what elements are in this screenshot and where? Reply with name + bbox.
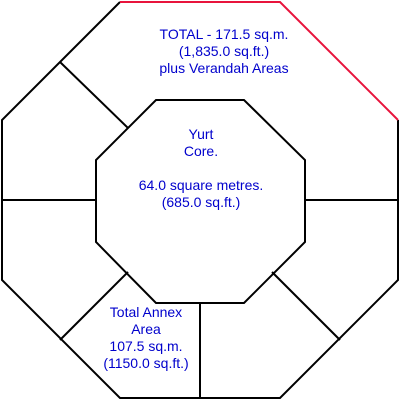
total-area-line2: (1,835.0 sq.ft.) (178, 43, 270, 59)
wall-lower-right-diagonal (271, 271, 341, 341)
total-area-label: TOTAL - 171.5 sq.m. (1,835.0 sq.ft.) plu… (100, 26, 348, 77)
core-area-line3: 64.0 square metres. (138, 177, 264, 193)
annex-area-line3: 107.5 sq.m. (109, 338, 183, 354)
annex-area-line4: (1150.0 sq.ft.) (103, 355, 189, 371)
wall-upper-left-diagonal (59, 61, 129, 129)
core-area-line4: (685.0 sq.ft.) (161, 194, 241, 210)
core-area-label: Yurt Core. 64.0 square metres. (685.0 sq… (110, 126, 292, 211)
annex-area-line1: Total Annex (109, 304, 183, 320)
outer-octagon-highlight (120, 1, 399, 121)
annex-area-line2: Area (131, 321, 161, 337)
core-octagon (95, 99, 306, 304)
wall-lower-left-diagonal (59, 271, 129, 341)
core-area-line2: Core. (183, 143, 219, 159)
total-area-line3: plus Verandah Areas (159, 60, 289, 76)
core-area-line1: Yurt (188, 126, 214, 142)
annex-area-label: Total Annex Area 107.5 sq.m. (1150.0 sq.… (86, 304, 206, 372)
total-area-line1: TOTAL - 171.5 sq.m. (159, 26, 289, 42)
core-area-spacer (110, 160, 292, 177)
